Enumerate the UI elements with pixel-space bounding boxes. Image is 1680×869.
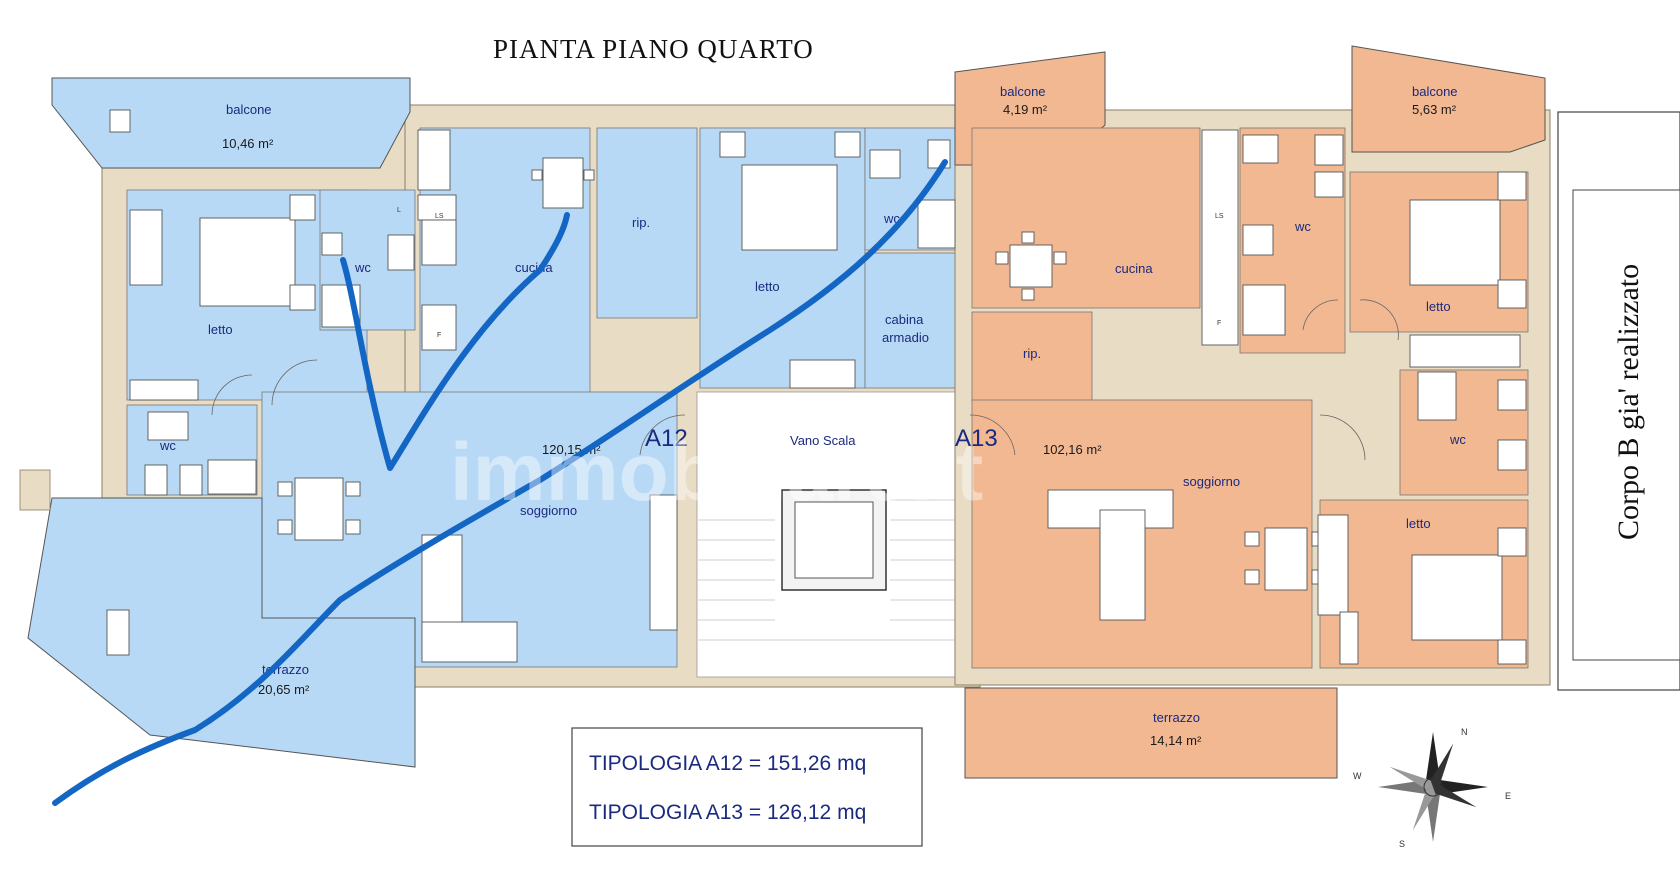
- compass-e: E: [1505, 791, 1511, 801]
- a13-rip: [971, 311, 1093, 403]
- a13-cucina-label: cucina: [1115, 261, 1153, 276]
- a12-labels: balcone 10,46 m² letto wc cucina rip. le…: [159, 102, 929, 697]
- a12-letto-main-label: letto: [208, 322, 233, 337]
- svg-text:L: L: [397, 207, 401, 214]
- a13-unit-code: A13: [955, 425, 998, 452]
- a12-balcone-area: 10,46 m²: [222, 136, 274, 151]
- compass-n: N: [1461, 727, 1468, 737]
- compass-rose: N S E W: [1353, 727, 1511, 849]
- a13-terrazzo-area: 14,14 m²: [1150, 733, 1202, 748]
- legend-a12: TIPOLOGIA A12 = 151,26 mq: [589, 752, 866, 775]
- a12-cabina-label: cabina: [885, 312, 924, 327]
- compass-w: W: [1353, 771, 1362, 781]
- stairwell: Vano Scala: [696, 391, 960, 678]
- a13-balcone-right-label: balcone: [1412, 84, 1458, 99]
- a13-balcone-right-area: 5,63 m²: [1412, 102, 1457, 117]
- compass-s: S: [1399, 839, 1405, 849]
- a13-wc-mid-label: wc: [1449, 432, 1466, 447]
- a13-letto-bottom-label: letto: [1406, 516, 1431, 531]
- a13-total-area: 102,16 m²: [1043, 442, 1102, 457]
- a12-balcone: [51, 77, 411, 169]
- plan-title: PIANTA PIANO QUARTO: [493, 34, 814, 64]
- a12-wc-top-label: wc: [354, 260, 371, 275]
- a12-armadio-label: armadio: [882, 330, 929, 345]
- a13-balcone-right: [1351, 45, 1546, 153]
- fixture-letters: LS F L LS F: [397, 207, 1224, 339]
- a12-soggiorno-label: soggiorno: [520, 503, 577, 518]
- a13-balcone-left-area: 4,19 m²: [1003, 102, 1048, 117]
- a13-balcone-left-label: balcone: [1000, 84, 1046, 99]
- svg-text:F: F: [1217, 320, 1221, 327]
- svg-text:LS: LS: [1215, 213, 1224, 220]
- a12-rip: [596, 127, 698, 319]
- a12-rip-label: rip.: [632, 215, 650, 230]
- a13-soggiorno-label: soggiorno: [1183, 474, 1240, 489]
- svg-text:LS: LS: [435, 213, 444, 220]
- a13-terrazzo: [964, 687, 1338, 779]
- a13-labels: balcone 4,19 m² balcone 5,63 m² cucina w…: [955, 84, 1466, 748]
- door-swings: [211, 299, 1399, 461]
- legend-a13: TIPOLOGIA A13 = 126,12 mq: [589, 801, 866, 824]
- a12-wc-second-label: wc: [883, 211, 900, 226]
- a12-terrazzo: [27, 497, 416, 768]
- stair-label: Vano Scala: [790, 433, 856, 448]
- corpo-b-note: Corpo B gia' realizzato: [1612, 264, 1645, 540]
- a13-cucina: [971, 127, 1201, 309]
- a13-wc-top-label: wc: [1294, 219, 1311, 234]
- a12-terrazzo-area: 20,65 m²: [258, 682, 310, 697]
- a12-cabina-armadio: [864, 252, 958, 389]
- a12-unit-code: A12: [645, 425, 688, 452]
- svg-text:F: F: [437, 332, 441, 339]
- a12-wc-bottom-label: wc: [159, 438, 176, 453]
- furniture: [106, 109, 1527, 665]
- watermark: immobiliare.it: [450, 427, 983, 518]
- a12-letto-second-label: letto: [755, 279, 780, 294]
- a13-rip-label: rip.: [1023, 346, 1041, 361]
- a13-terrazzo-label: terrazzo: [1153, 710, 1200, 725]
- legend-box: TIPOLOGIA A12 = 151,26 mq TIPOLOGIA A13 …: [571, 727, 923, 847]
- a13-letto-top-label: letto: [1426, 299, 1451, 314]
- hand-drawn-annotation: [52, 159, 948, 806]
- a12-balcone-label: balcone: [226, 102, 272, 117]
